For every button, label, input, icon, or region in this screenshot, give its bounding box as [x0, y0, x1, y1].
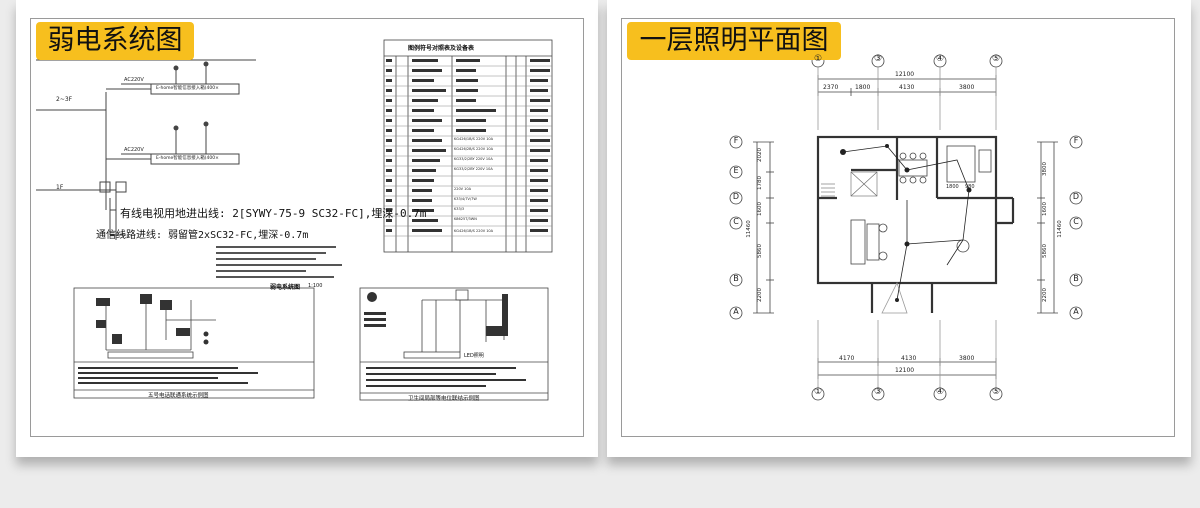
dim-left-total: 11460 [745, 220, 752, 238]
dim-left: 1600 [757, 202, 763, 216]
led-label: LED照明 [464, 353, 484, 359]
axis-label-left: B [733, 274, 739, 283]
dim-left: 5860 [757, 244, 763, 258]
axis-label-right: A [1073, 307, 1079, 316]
info-box-label-upper: E-home智能信息接入箱(400× [156, 86, 219, 91]
left-sheet-title: 弱电系统图 [36, 22, 194, 60]
axis-label-right: F [1073, 136, 1079, 145]
dim-top: 2370 [823, 84, 839, 91]
legend-row: K8625T/3WN [454, 217, 477, 221]
dim-right-total: 11460 [1056, 220, 1063, 238]
dim-right: 3800 [1042, 162, 1048, 176]
dim-left: 2200 [757, 288, 763, 302]
annotation-comm-line: 通信线路进线: 弱留管2xSC32-FC,埋深-0.7m [96, 230, 309, 241]
dim-right: 2200 [1042, 288, 1048, 302]
legend-row: KG426/1B/S 220V 10A [454, 229, 494, 233]
dim-right: 5860 [1042, 244, 1048, 258]
info-box-label-lower: E-home智能信息接入箱(400× [156, 156, 219, 161]
dim-bottom: 3800 [959, 355, 975, 362]
weak-current-system-diagram [36, 39, 553, 401]
annotation-tv-cable: 有线电视用地进出线: 2[SYWY-75-9 SC32-FC],埋深-0.7m [120, 207, 427, 220]
axis-label-top: ③ [873, 54, 883, 64]
dim-top-total: 12100 [895, 71, 915, 78]
dim-left: 1780 [757, 176, 763, 190]
axis-label-left: C [733, 217, 739, 226]
legend-row: K33/3 [454, 207, 465, 211]
axis-label-right: D [1072, 192, 1080, 201]
dim-top: 4130 [899, 84, 915, 91]
legend-row: KG426/2B/S 220V 10A [454, 147, 494, 151]
first-floor-lighting-plan [729, 54, 1083, 401]
dim-top: 3800 [959, 84, 975, 91]
legend-row: KG33/2/2BY 220V 10A [454, 167, 493, 171]
axis-label-left: E [733, 166, 739, 175]
legend-row: K33/4/7V/7W [454, 197, 477, 201]
legend-row: KG426/1B/S 220V 10A [454, 137, 494, 141]
legend-row: KG33/2/2BY 220V 10A [454, 157, 493, 161]
power-label-upper: AC220V [124, 77, 144, 83]
right-sheet: 一层照明平面图 ① ③ ④ ⑤ ① ③ ④ ⑤ 12100 2370 1800 … [607, 0, 1191, 457]
dim-left: 2020 [757, 148, 763, 162]
dim-bottom-total: 12100 [895, 367, 915, 374]
dim-right: 1600 [1042, 202, 1048, 216]
caption-scale: 1:100 [308, 283, 323, 289]
left-sheet: 弱电系统图 2~3F 1F AC220V AC220V E-home智能信息接入… [16, 0, 598, 457]
legend-table-title: 图例符号对照表及设备表 [408, 45, 475, 52]
floor-label-2-3f: 2~3F [56, 96, 73, 103]
right-sheet-title: 一层照明平面图 [627, 22, 841, 60]
legend-row: 220V 10A [454, 187, 472, 191]
dim-bottom: 4170 [839, 355, 855, 362]
left-sheet-frame [30, 18, 584, 437]
power-label-lower: AC220V [124, 147, 144, 153]
axis-label-bottom: ① [813, 387, 823, 397]
dim-top: 1800 [855, 84, 871, 91]
axis-label-right: C [1073, 217, 1079, 226]
dim-bottom: 4130 [901, 355, 917, 362]
axis-label-bottom: ③ [873, 387, 883, 397]
right-sheet-frame [621, 18, 1175, 437]
axis-label-top: ① [813, 54, 823, 64]
caption-bathroom-bonding: 卫生间局部等电位联结示例图 [408, 396, 480, 402]
axis-label-bottom: ⑤ [991, 387, 1001, 397]
axis-label-top: ⑤ [991, 54, 1001, 64]
caption-system-diagram: 弱电系统图 [270, 284, 301, 291]
caption-phone-system: 五号电话联通系统示例图 [148, 393, 209, 399]
axis-label-left: A [733, 307, 739, 316]
dim-inner: 1800 [946, 184, 959, 190]
axis-label-bottom: ④ [935, 387, 945, 397]
axis-label-right: B [1073, 274, 1079, 283]
floor-label-1f: 1F [56, 184, 64, 191]
axis-label-left: D [732, 192, 740, 201]
dim-inner: 980 [965, 184, 975, 190]
axis-label-left: F [733, 136, 739, 145]
axis-label-top: ④ [935, 54, 945, 64]
